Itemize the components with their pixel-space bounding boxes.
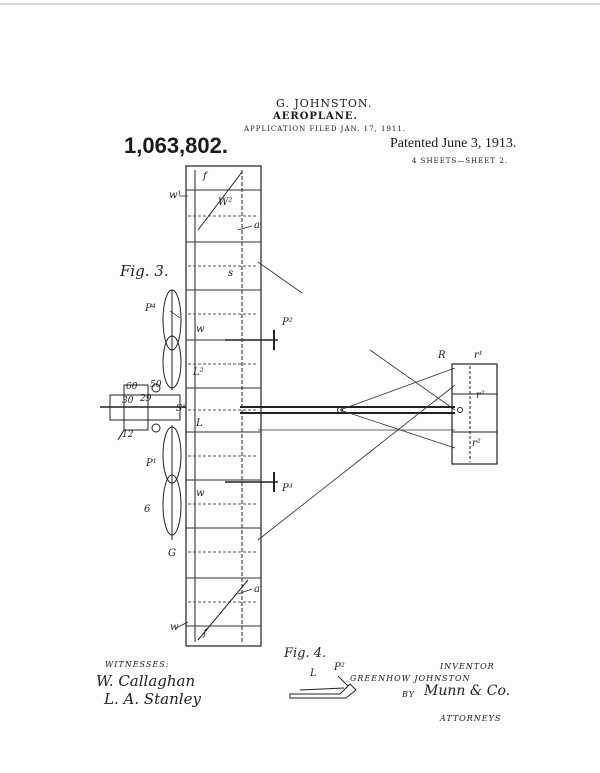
invention-title: AEROPLANE. <box>273 111 358 122</box>
label-w-lower: w <box>196 488 205 499</box>
control-arm-p2 <box>225 330 278 350</box>
wing-ribs-dashed <box>188 215 258 603</box>
label-a-bottom: a <box>254 584 260 595</box>
label-p2: P² <box>282 317 293 328</box>
label-s1: S¹ <box>176 404 186 414</box>
label-p-fig4: P² <box>334 662 345 673</box>
label-f-top: f <box>203 171 207 182</box>
label-l2: L² <box>193 367 204 378</box>
label-g: G <box>168 548 176 559</box>
control-arm-p3 <box>225 472 278 492</box>
label-r2-lower: r² <box>472 438 481 449</box>
witnesses-heading: WITNESSES: <box>105 660 170 669</box>
engine-assembly <box>100 383 186 441</box>
label-60: 60 <box>126 382 138 392</box>
fig4-caption: Fig. 4. <box>284 646 327 661</box>
label-r: R <box>438 350 446 361</box>
label-r1: r¹ <box>474 350 483 361</box>
label-6: 6 <box>144 504 151 515</box>
tail-boom <box>240 406 463 414</box>
label-w-upper: w <box>196 324 205 335</box>
fig4-sketch <box>289 675 357 699</box>
inventor-name: G. JOHNSTON. <box>276 97 373 110</box>
wing-brace-bottom <box>197 579 249 641</box>
witness-signature-2: L. A. Stanley <box>104 690 201 708</box>
bracing-wires <box>257 261 456 541</box>
fig3-caption: Fig. 3. <box>120 262 169 280</box>
patent-number: 1,063,802. <box>124 133 228 158</box>
label-p3: P³ <box>282 483 293 494</box>
label-w-bottom: w <box>170 622 179 633</box>
label-p1: P¹ <box>146 458 157 469</box>
agent-signature: Munn & Co. <box>424 683 511 699</box>
tail-rudder <box>451 363 498 465</box>
top-scan-edge <box>0 3 600 5</box>
label-s: s <box>228 268 234 279</box>
label-12: 12 <box>122 430 134 440</box>
sheet-count: 4 SHEETS—SHEET 2. <box>412 157 508 165</box>
label-f-bottom: f <box>203 628 207 639</box>
inventor-label: INVENTOR <box>440 662 495 671</box>
propeller-upper <box>162 289 182 390</box>
witness-signature-1: W. Callaghan <box>96 672 196 690</box>
attorneys-label: ATTORNEYS <box>440 714 502 723</box>
label-a-top: a <box>254 220 260 231</box>
label-w2: W² <box>218 197 233 208</box>
label-r2-upper: r² <box>476 390 485 401</box>
label-29: 29 <box>140 394 152 404</box>
by-label: BY <box>402 690 416 699</box>
label-50: 50 <box>150 380 162 390</box>
label-w1: w¹ <box>169 190 182 201</box>
leader-lines <box>169 195 253 629</box>
label-30: 30 <box>122 396 134 406</box>
application-filed: APPLICATION FILED JAN. 17, 1911. <box>244 125 407 133</box>
label-p4: P⁴ <box>145 303 156 314</box>
label-l-fig4: L <box>310 668 317 679</box>
wing-brace-top <box>197 171 243 231</box>
wing-ribs <box>186 189 261 627</box>
label-l: L <box>196 418 203 429</box>
propeller-lower <box>162 425 182 540</box>
inventor-full-name: GREENHOW JOHNSTON <box>350 674 471 683</box>
patented-date: Patented June 3, 1913. <box>390 136 517 151</box>
